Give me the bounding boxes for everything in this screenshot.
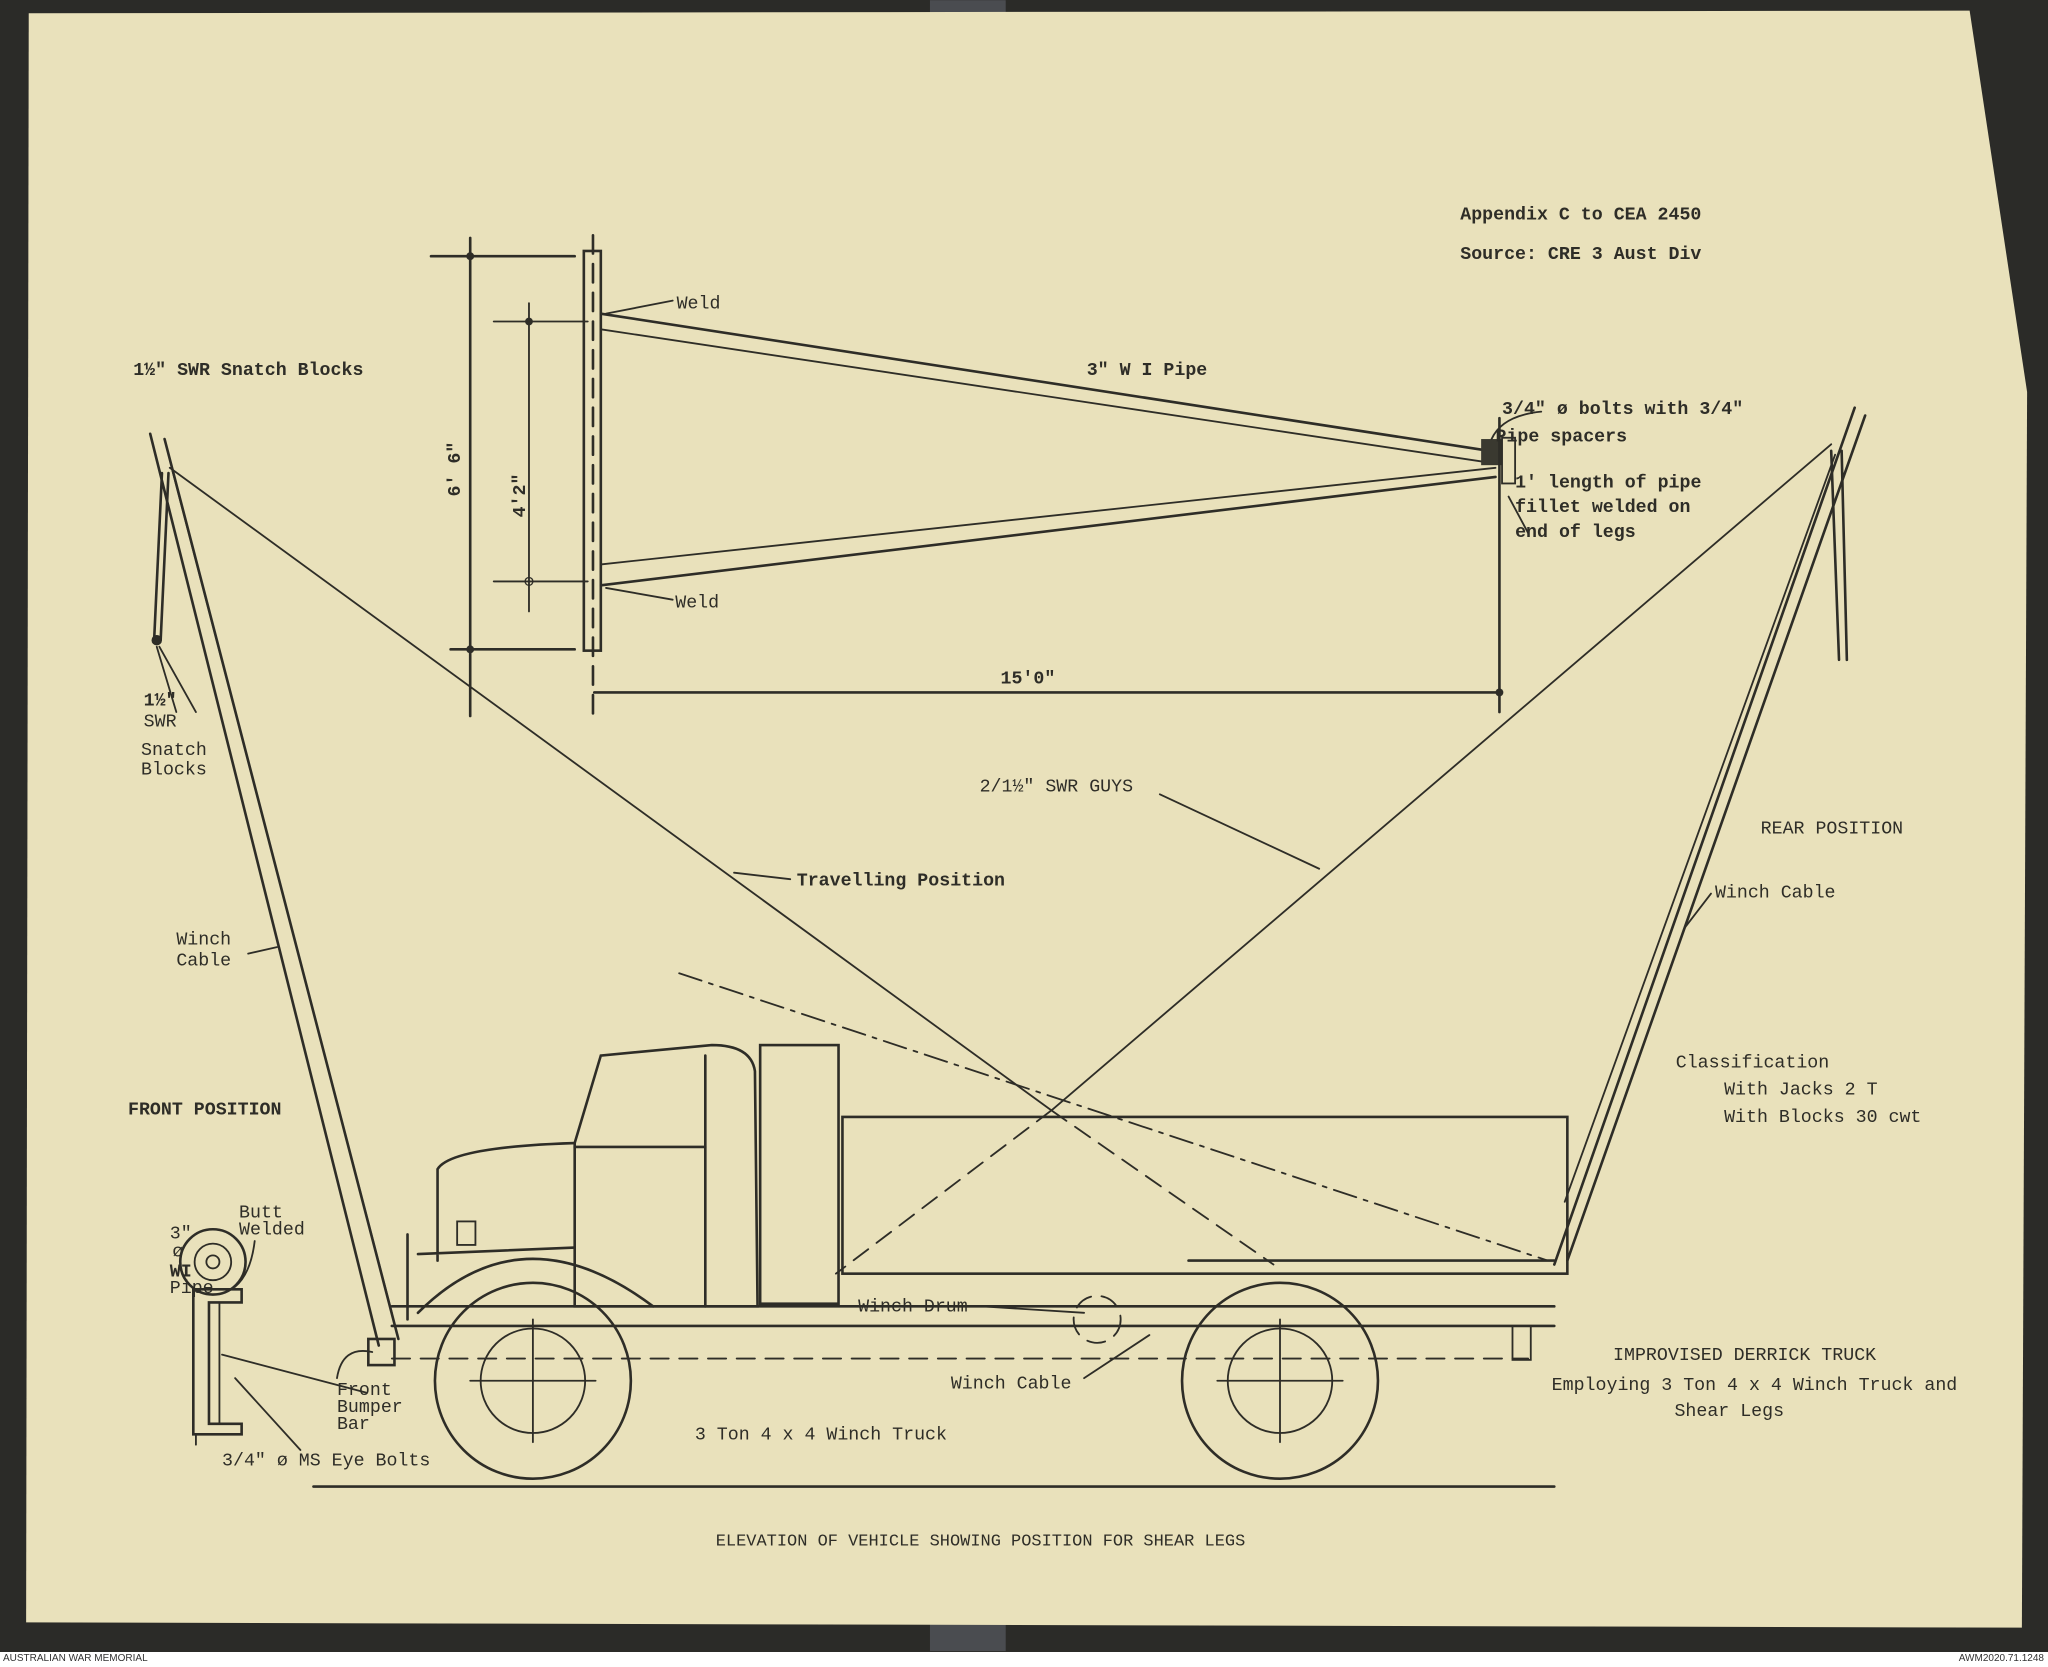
footer-bar: AUSTRALIAN WAR MEMORIAL AWM2020.71.1248 (0, 1652, 2048, 1667)
truck-label: 3 Ton 4 x 4 Winch Truck (695, 1426, 947, 1446)
winch-drum-label: Winch Drum (858, 1298, 968, 1318)
bumper-detail (178, 1227, 374, 1451)
truck (312, 1043, 1569, 1488)
blocks-label: With Blocks 30 cwt (1724, 1108, 1921, 1128)
weld-top-label: Weld (677, 294, 721, 314)
bolts-label-1: 3/4" ø bolts with 3/4" (1502, 400, 1743, 420)
length-label-2: fillet welded on (1515, 498, 1690, 518)
front-position-label: FRONT POSITION (128, 1100, 281, 1120)
dim-outer-label: 6' 6" (446, 442, 466, 497)
title-label-2: Employing 3 Ton 4 x 4 Winch Truck and (1552, 1376, 1958, 1396)
pipe-label-3: WI (170, 1262, 192, 1282)
winch-cable-left-label-1: Winch (176, 931, 231, 951)
guys-label: 2/1½" SWR GUYS (980, 778, 1133, 798)
appendix-label: Appendix C to CEA 2450 (1460, 206, 1701, 226)
butt-label-1: Butt (239, 1204, 283, 1224)
butt-label-2: Welded (239, 1220, 305, 1240)
winch-cable-bottom-label: Winch Cable (951, 1375, 1072, 1395)
title-label-3: Shear Legs (1674, 1402, 1784, 1422)
winch-cable-left-label-2: Cable (176, 951, 231, 971)
rear-position-label: REAR POSITION (1761, 820, 1904, 840)
bumper-label-2: Bumper (337, 1398, 403, 1418)
footer-right: AWM2020.71.1248 (1958, 1653, 2044, 1664)
caption: ELEVATION OF VEHICLE SHOWING POSITION FO… (716, 1532, 1246, 1551)
snatch-blocks-title: 1½" SWR Snatch Blocks (133, 361, 363, 381)
snatch-label-2: SWR (144, 712, 177, 732)
travelling-label: Travelling Position (797, 872, 1005, 892)
footer-left: AUSTRALIAN WAR MEMORIAL (3, 1653, 148, 1664)
title-label-1: IMPROVISED DERRICK TRUCK (1613, 1346, 1876, 1366)
dim-inner-label: 4'2" (511, 474, 531, 518)
eye-bolts-label: 3/4" ø MS Eye Bolts (222, 1452, 430, 1472)
paper-sheet (26, 10, 2028, 1628)
pipe-label-4: Pipe (170, 1279, 214, 1299)
jacks-label: With Jacks 2 T (1724, 1081, 1877, 1101)
snatch-label-4: Blocks (141, 761, 207, 781)
shear-legs (148, 406, 1867, 1347)
pipe-label: 3" W I Pipe (1087, 361, 1208, 381)
shear-leg-detail (429, 233, 1543, 718)
classification-label: Classification (1676, 1053, 1829, 1073)
weld-bottom-label: Weld (675, 594, 719, 614)
pipe-label-2: ø (172, 1243, 183, 1263)
length-label-1: 1' length of pipe (1515, 473, 1701, 493)
dim-length-label: 15'0" (1000, 669, 1055, 689)
snatch-label-3: Snatch (141, 741, 207, 761)
snatch-label-1: 1½" (144, 692, 177, 712)
bumper-label-3: Bar (337, 1415, 370, 1435)
winch-cable-right-label: Winch Cable (1715, 884, 1836, 904)
source-label: Source: CRE 3 Aust Div (1460, 245, 1701, 265)
bumper-label-1: Front (337, 1381, 392, 1401)
pipe-label-1: 3" (170, 1224, 192, 1244)
bolts-label-2: Pipe spacers (1496, 428, 1628, 448)
length-label-3: end of legs (1515, 523, 1636, 543)
